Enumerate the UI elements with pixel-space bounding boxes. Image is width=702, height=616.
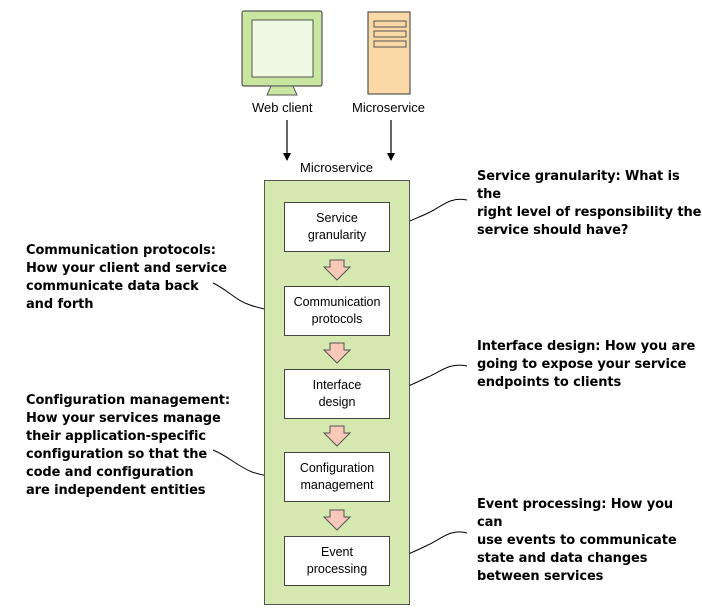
web-client-label: Web client [252, 100, 313, 115]
note-event-processing: Event processing: How you can use events… [477, 497, 677, 584]
server-icon [367, 11, 411, 95]
step-communication-protocols: Communication protocols [284, 286, 390, 336]
flow-arrow-4 [322, 509, 352, 531]
step-event-processing: Event processing [284, 536, 390, 586]
step-configuration-management: Configuration management [284, 452, 390, 502]
note-communication-protocols: Communication protocols: How your client… [26, 243, 227, 312]
note-interface-design: Interface design: How you are going to e… [477, 339, 696, 390]
step-service-granularity: Service granularity [284, 202, 390, 252]
note-configuration-management: Configuration management: How your servi… [26, 393, 230, 498]
step-interface-design: Interface design [284, 369, 390, 419]
microservice-label: Microservice [352, 100, 425, 115]
panel-title: Microservice [300, 160, 373, 175]
flow-arrow-2 [322, 342, 352, 364]
note-service-granularity: Service granularity: What is the right l… [477, 169, 702, 238]
monitor-icon [241, 10, 323, 96]
flow-arrow-3 [322, 425, 352, 447]
flow-arrow-1 [322, 259, 352, 281]
